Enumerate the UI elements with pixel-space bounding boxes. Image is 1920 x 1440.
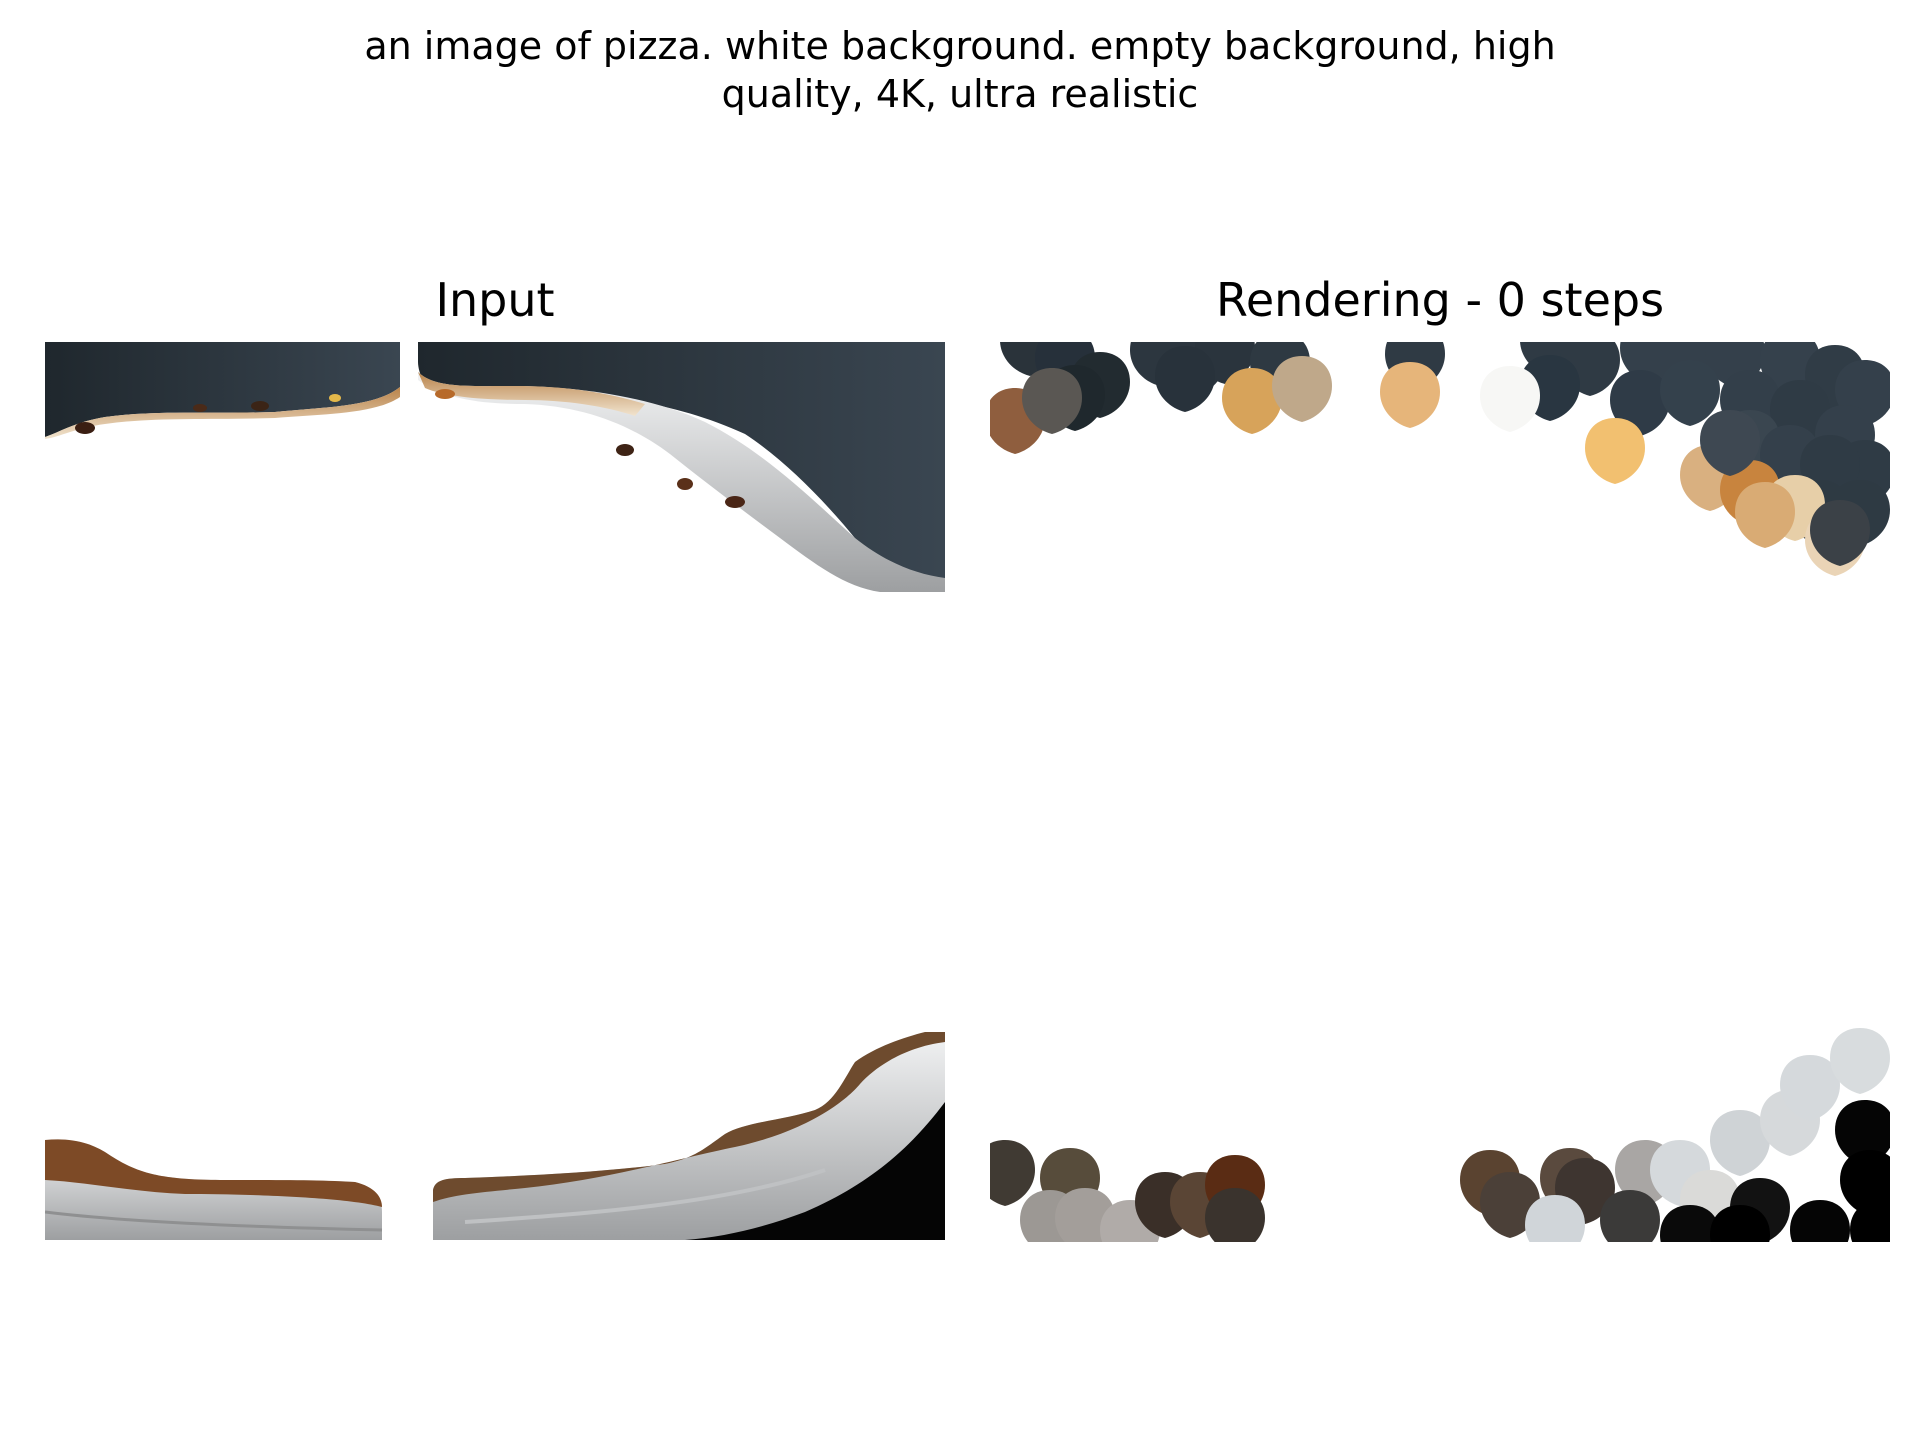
suptitle-line-1: an image of pizza. white background. emp…: [364, 24, 1556, 68]
rendering-panel-title: Rendering - 0 steps: [1215, 273, 1665, 327]
rendering-image: [990, 342, 1890, 1242]
brush-strokes: [990, 342, 1890, 1242]
figure-suptitle: an image of pizza. white background. emp…: [0, 22, 1920, 118]
input-top-right-fragment: [418, 342, 945, 592]
input-bottom-right-fragment: [433, 1032, 945, 1240]
input-panel-title: Input: [435, 273, 555, 327]
input-image: [45, 342, 945, 1240]
input-bottom-left-fragment: [45, 1139, 383, 1240]
rendering-image-panel: [990, 342, 1890, 1242]
input-top-left-fragment: [45, 342, 400, 439]
input-image-panel: [45, 342, 945, 1242]
suptitle-line-2: quality, 4K, ultra realistic: [721, 72, 1199, 116]
